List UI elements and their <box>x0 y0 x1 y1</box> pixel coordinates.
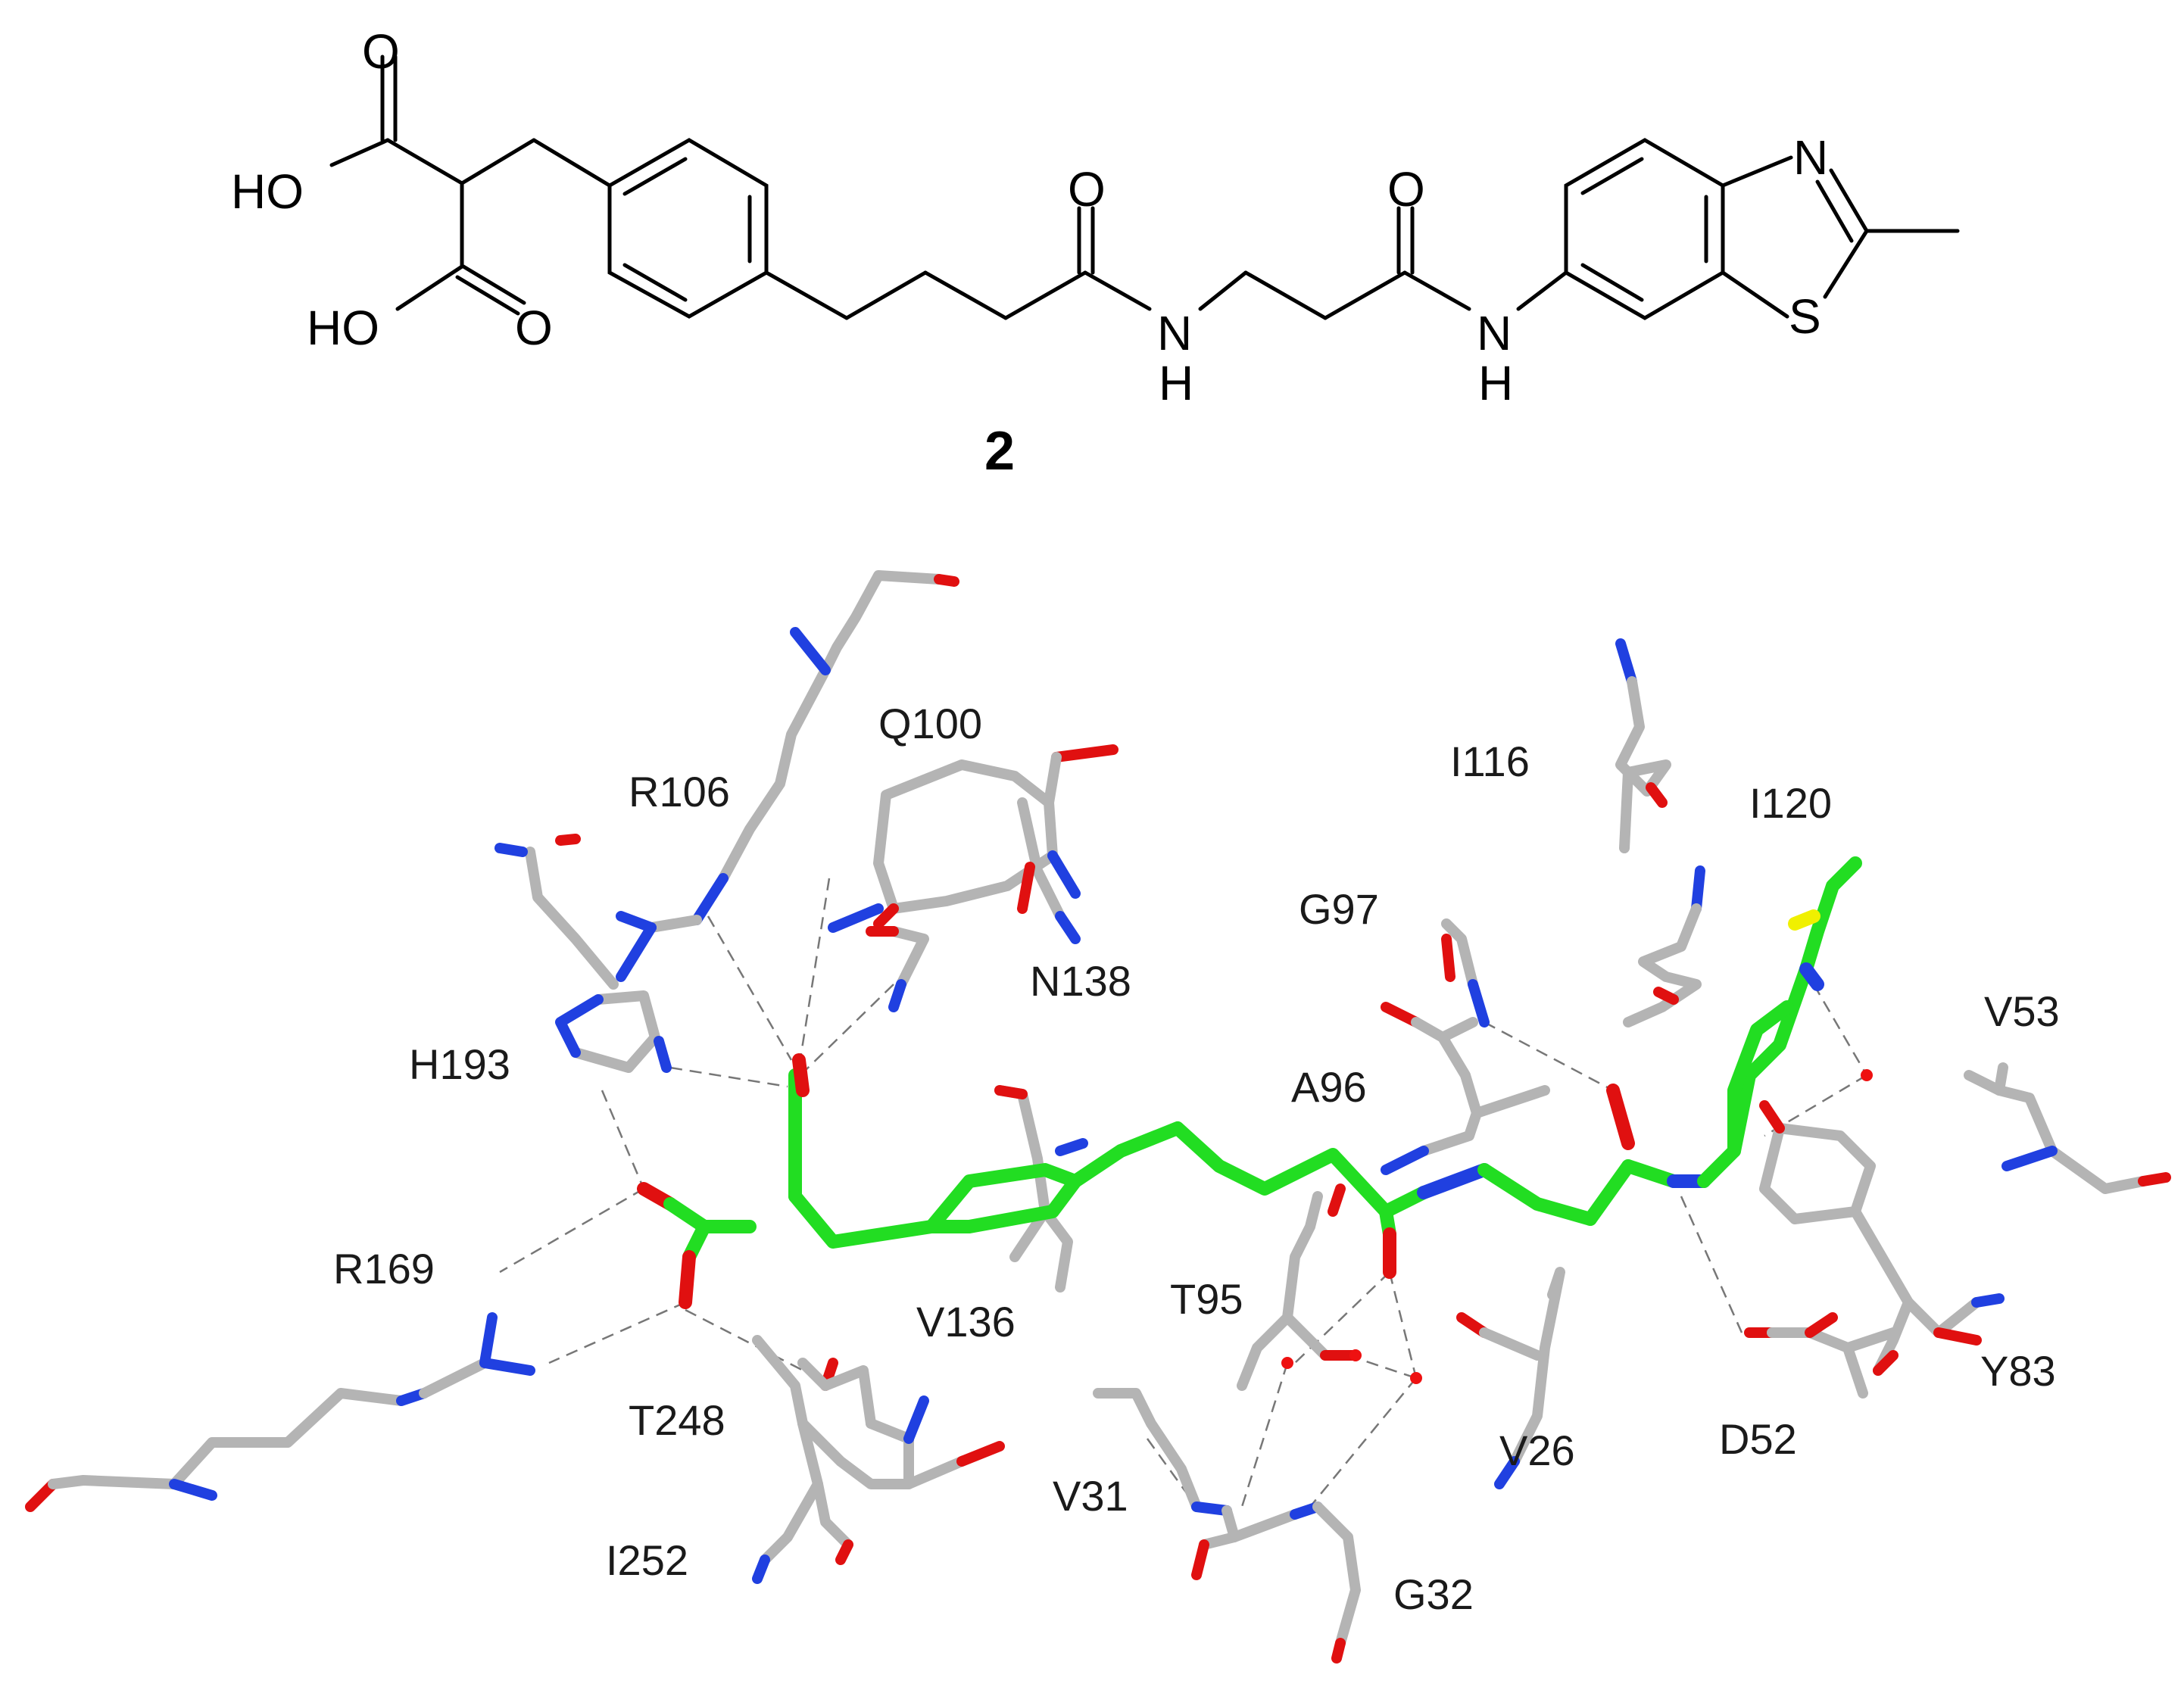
label-q100: Q100 <box>878 700 982 747</box>
atom-label-o-amide2: O <box>1387 162 1425 217</box>
atom-label-n-amide2: N <box>1477 306 1512 360</box>
label-y83: Y83 <box>1980 1347 2056 1395</box>
label-i120: I120 <box>1749 779 1832 827</box>
label-t248: T248 <box>629 1396 725 1444</box>
ligand-model <box>637 856 1862 1309</box>
label-r169: R169 <box>333 1245 435 1293</box>
chemical-structure <box>329 55 1960 320</box>
label-h193: H193 <box>409 1040 510 1088</box>
label-v136: V136 <box>916 1298 1016 1346</box>
label-d52: D52 <box>1719 1415 1797 1463</box>
atom-label-o-amide1: O <box>1068 162 1106 217</box>
residue-labels: R106 Q100 I116 I120 G97 N138 V53 H193 A9… <box>333 700 2060 1618</box>
water-molecules <box>1281 1069 1873 1384</box>
compound-number: 2 <box>984 421 1015 482</box>
atom-label-ho-bottom: HO <box>307 301 379 355</box>
atom-label-h-amide2: H <box>1478 356 1513 410</box>
atom-label-ho-top: HO <box>231 164 304 219</box>
atom-label-n-thiazole: N <box>1793 130 1828 185</box>
label-t95: T95 <box>1170 1275 1243 1323</box>
label-r106: R106 <box>629 768 730 815</box>
label-i252: I252 <box>606 1536 688 1584</box>
structure-labels: HO HO O O O N H O N H N S 2 <box>231 24 1828 482</box>
water <box>1281 1357 1293 1369</box>
label-v31: V31 <box>1053 1472 1128 1520</box>
atom-label-o-acid-top: O <box>362 24 400 79</box>
water <box>1349 1349 1362 1361</box>
label-v53: V53 <box>1984 987 2060 1035</box>
atom-label-s-thiazole: S <box>1789 289 1821 344</box>
label-v26: V26 <box>1499 1427 1575 1474</box>
label-i116: I116 <box>1450 737 1530 785</box>
atom-label-o-acid-bottom: O <box>515 301 553 355</box>
atom-label-n-amide1: N <box>1157 306 1192 360</box>
label-a96: A96 <box>1291 1063 1367 1111</box>
atom-label-h-amide1: H <box>1159 356 1193 410</box>
label-g32: G32 <box>1393 1570 1474 1618</box>
label-n138: N138 <box>1030 957 1131 1005</box>
water <box>1410 1372 1422 1384</box>
label-g97: G97 <box>1299 885 1379 933</box>
water <box>1861 1069 1873 1081</box>
